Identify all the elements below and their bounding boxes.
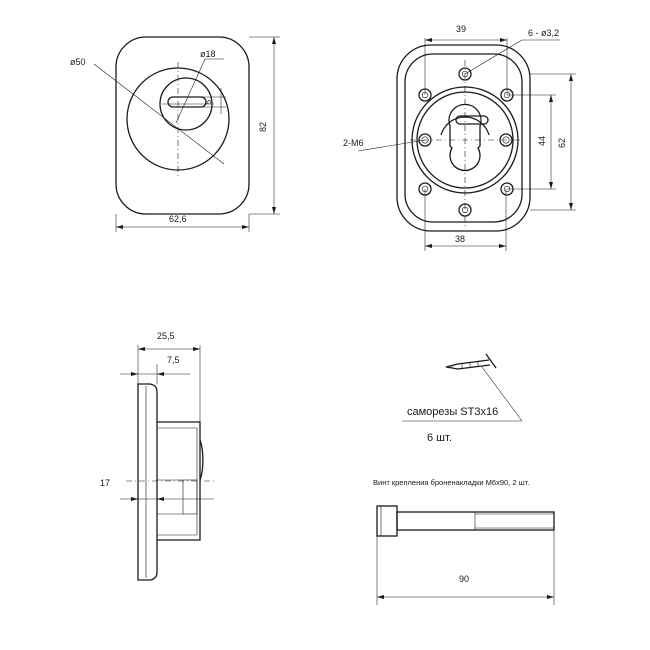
front-dim-diameter-50: ø50 <box>70 57 86 67</box>
back-dim-inner-height-44: 44 <box>537 136 547 146</box>
back-screw-hole <box>458 67 472 81</box>
back-dim-bottom-width-38: 38 <box>455 234 465 244</box>
bolt-dim-length-90: 90 <box>459 574 469 584</box>
back-thread-hole-right <box>499 133 513 147</box>
back-dim-hole-span-39: 39 <box>456 24 466 34</box>
front-dim-diameter-18: ø18 <box>200 49 216 59</box>
side-dim-offset-17: 17 <box>100 478 110 488</box>
back-outer-plate <box>396 44 531 232</box>
side-view: 25,5 7,5 17 <box>100 331 214 581</box>
front-key-slot <box>167 96 207 108</box>
front-dim-width-62-6: 62,6 <box>169 214 187 224</box>
screw-count: 6 шт. <box>427 432 452 444</box>
back-inner-plate <box>404 53 523 223</box>
back-cylinder-profile <box>448 103 482 172</box>
bolt-drawing <box>376 505 555 537</box>
bolt-section: Винт крепления броненакладки M6x90, 2 шт… <box>373 478 555 605</box>
front-dim-slot-width-5: 5 <box>204 100 213 104</box>
screw-label: саморезы ST3x16 <box>407 406 498 418</box>
front-dim-height-82: 82 <box>258 122 268 132</box>
screw-section: саморезы ST3x16 6 шт. <box>402 353 523 444</box>
back-dim-thread-m6: 2-M6 <box>343 138 364 148</box>
back-key-slot <box>455 115 489 125</box>
back-dim-holes: 6 - ø3,2 <box>528 28 559 38</box>
bolt-caption: Винт крепления броненакладки M6x90, 2 шт… <box>373 478 529 487</box>
side-dim-depth-25-5: 25,5 <box>157 331 175 341</box>
side-dim-step-7-5: 7,5 <box>167 355 180 365</box>
back-dim-outer-height-62: 62 <box>557 138 567 148</box>
front-view: ø50 ø18 5 82 62,6 <box>70 36 280 232</box>
back-view: 39 6 - ø3,2 2-M6 44 62 38 <box>343 24 576 251</box>
front-outer-plate <box>115 36 250 215</box>
side-plate <box>137 383 158 581</box>
screw-drawing <box>445 353 497 370</box>
